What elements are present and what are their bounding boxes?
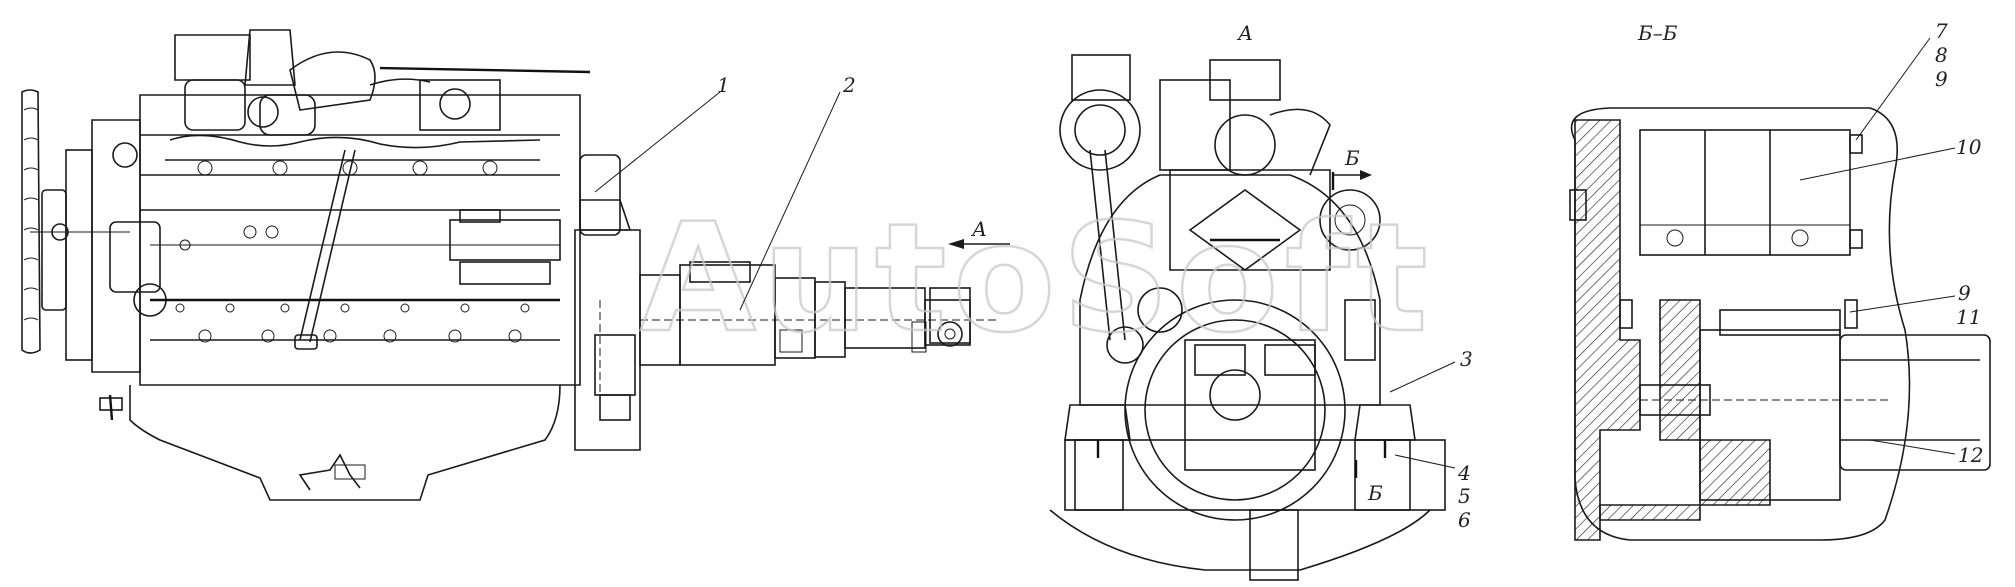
callout-2: 2 <box>842 73 856 97</box>
callout-6: 6 <box>1458 508 1471 532</box>
callout-10: 10 <box>1956 135 1982 159</box>
callout-4: 4 <box>1457 461 1471 485</box>
view-a-title: А <box>1236 21 1253 45</box>
clutch-housing <box>574 199 641 451</box>
callout-12: 12 <box>1958 443 1983 467</box>
transmission <box>639 261 1000 366</box>
callouts: 1 2 3 4 5 6 7 8 9 10 9 11 12 <box>717 19 1983 532</box>
oil-pan <box>99 384 561 501</box>
callout-9a: 9 <box>1935 67 1948 91</box>
view-a-arrow-label: А <box>970 217 987 241</box>
callout-1: 1 <box>717 73 730 97</box>
callout-9b: 9 <box>1958 281 1971 305</box>
side-view: А <box>21 29 1010 501</box>
watermark: AutoSoft <box>640 192 1434 366</box>
fan <box>21 89 41 354</box>
callout-7: 7 <box>1935 19 1948 43</box>
section-line-b: Б Б <box>1331 146 1383 505</box>
section-b-b-view: Б–Б <box>1569 21 1991 541</box>
section-mark-top: Б <box>1344 146 1360 170</box>
callout-5: 5 <box>1458 484 1471 508</box>
leader-lines <box>594 37 1956 469</box>
engine-block <box>139 29 621 386</box>
front-view-a: Б Б А <box>1049 21 1446 581</box>
callout-11: 11 <box>1956 305 1981 329</box>
front-pulleys <box>30 119 167 373</box>
view-a-arrow: А <box>948 217 1010 249</box>
callout-3: 3 <box>1460 347 1473 371</box>
section-mark-bottom: Б <box>1367 481 1383 505</box>
section-b-b-title: Б–Б <box>1637 21 1678 45</box>
callout-8: 8 <box>1935 43 1948 67</box>
